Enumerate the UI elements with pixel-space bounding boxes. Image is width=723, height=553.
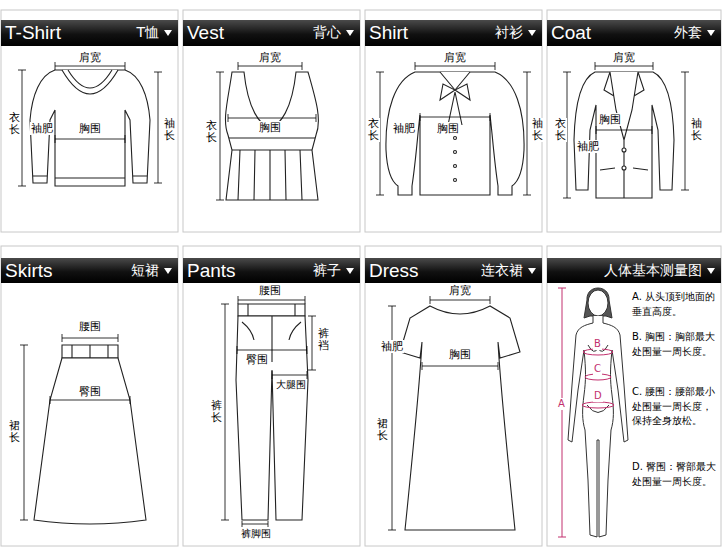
chinese-title-group: T恤 <box>136 24 172 42</box>
chinese-title: 衬衫 <box>495 24 523 42</box>
measurement-note: A. 从头顶到地面的垂直高度。 <box>632 290 718 319</box>
measurement-label: 胸围 <box>436 122 460 135</box>
dropdown-triangle <box>707 30 715 36</box>
pants-drawing <box>236 304 308 520</box>
measurement-label: 肩宽 <box>448 284 472 297</box>
measurement-label: 衣长 <box>205 120 218 144</box>
measurement-label: 袖长 <box>163 118 176 142</box>
measurement-label: 臀围 <box>78 385 102 398</box>
measurement-label: 胸围 <box>258 121 282 134</box>
dress-drawing <box>400 306 520 530</box>
chinese-title: 短裙 <box>131 262 159 280</box>
measurement-label: 裙长 <box>8 420 21 444</box>
measurement-label: 大腿围 <box>275 379 307 391</box>
chinese-title: T恤 <box>136 24 159 42</box>
measurement-label: 裤裆 <box>317 328 330 352</box>
english-title: Pants <box>187 260 236 282</box>
dropdown-triangle <box>164 268 172 274</box>
english-title: Skirts <box>5 260 53 282</box>
measurement-label: 袖长 <box>531 118 544 142</box>
body-marker: C <box>593 363 602 375</box>
english-title: Vest <box>187 22 224 44</box>
dropdown-triangle <box>528 268 536 274</box>
dropdown-triangle <box>164 30 172 36</box>
measurement-label: 肩宽 <box>258 51 282 64</box>
chinese-title-group: 人体基本测量图 <box>604 262 715 280</box>
measurement-label: 袖肥 <box>380 340 404 353</box>
body-marker: B <box>593 338 602 350</box>
panel-header: Coat 外套 <box>547 20 721 46</box>
chinese-title: 连衣裙 <box>481 262 523 280</box>
body-marker: D <box>593 390 603 402</box>
panel-frames <box>1 10 721 546</box>
measurement-label: 腰围 <box>258 284 282 297</box>
panel-header: T-Shirt T恤 <box>1 20 178 46</box>
chinese-title-group: 背心 <box>313 24 354 42</box>
measurement-label: 腰围 <box>78 320 102 333</box>
dropdown-triangle <box>528 30 536 36</box>
body-marker: A <box>557 398 566 410</box>
chinese-title-group: 衬衫 <box>495 24 536 42</box>
chinese-title: 裤子 <box>313 262 341 280</box>
measurement-label: 裤长 <box>210 400 223 424</box>
measurement-label: 肩宽 <box>612 51 636 64</box>
measurement-label: 袖长 <box>690 118 703 142</box>
english-title: Dress <box>369 260 419 282</box>
dropdown-triangle <box>707 268 715 274</box>
panel-header: Vest 背心 <box>183 20 360 46</box>
chinese-title-group: 连衣裙 <box>481 262 536 280</box>
chinese-title: 人体基本测量图 <box>604 262 702 280</box>
dropdown-triangle <box>164 30 172 36</box>
dropdown-triangle <box>346 30 354 36</box>
dropdown-triangle <box>346 268 354 274</box>
dropdown-triangle <box>346 30 354 36</box>
panel-header: Shirt 衬衫 <box>365 20 542 46</box>
measurement-label: 袖肥 <box>576 140 600 153</box>
english-title: Shirt <box>369 22 408 44</box>
tshirt-drawing <box>30 70 150 186</box>
measurement-label: 肩宽 <box>78 51 102 64</box>
measurement-label: 臀围 <box>245 353 269 366</box>
panel-header: 人体基本测量图 <box>547 258 721 283</box>
measurement-label: 胸围 <box>78 122 102 135</box>
chinese-title-group: 外套 <box>674 24 715 42</box>
measurement-label: 衣长 <box>367 118 380 142</box>
panel-header: Dress 连衣裙 <box>365 258 542 283</box>
dropdown-triangle <box>164 268 172 274</box>
measurement-label: 胸围 <box>448 348 472 361</box>
english-title: Coat <box>551 22 591 44</box>
dropdown-triangle <box>528 268 536 274</box>
measurement-label: 肩宽 <box>443 51 467 64</box>
measurement-label: 胸围 <box>598 113 622 126</box>
vest-drawing <box>225 72 318 200</box>
body-measure-rings <box>558 288 614 537</box>
coat-drawing <box>574 72 674 198</box>
human-figure <box>568 288 628 537</box>
chinese-title-group: 短裙 <box>131 262 172 280</box>
panel-header: Skirts 短裙 <box>1 258 178 283</box>
measurement-note: B. 胸围：胸部最大处围量一周长度。 <box>632 330 718 359</box>
measurement-note: C. 腰围：腰部最小处围量一周长度，保持全身放松。 <box>632 385 718 429</box>
dropdown-triangle <box>707 30 715 36</box>
english-title: T-Shirt <box>5 22 61 44</box>
panel-header: Pants 裤子 <box>183 258 360 283</box>
measure-lines <box>18 62 689 530</box>
chinese-title: 外套 <box>674 24 702 42</box>
skirt-drawing <box>34 345 146 524</box>
measurement-label: 裤脚围 <box>240 528 272 540</box>
measurement-label: 衣长 <box>554 118 567 142</box>
measurement-label: 袖肥 <box>392 122 416 135</box>
dropdown-triangle <box>346 268 354 274</box>
dropdown-triangle <box>707 268 715 274</box>
chinese-title: 背心 <box>313 24 341 42</box>
chinese-title-group: 裤子 <box>313 262 354 280</box>
dropdown-triangle <box>528 30 536 36</box>
measurement-label: 袖肥 <box>30 122 54 135</box>
measurement-note: D. 臀围：臀部最大处围量一周长度。 <box>632 460 718 489</box>
measurement-label: 衣长 <box>8 112 21 136</box>
measurement-label: 裙长 <box>376 418 389 442</box>
shirt-drawing <box>386 72 524 195</box>
